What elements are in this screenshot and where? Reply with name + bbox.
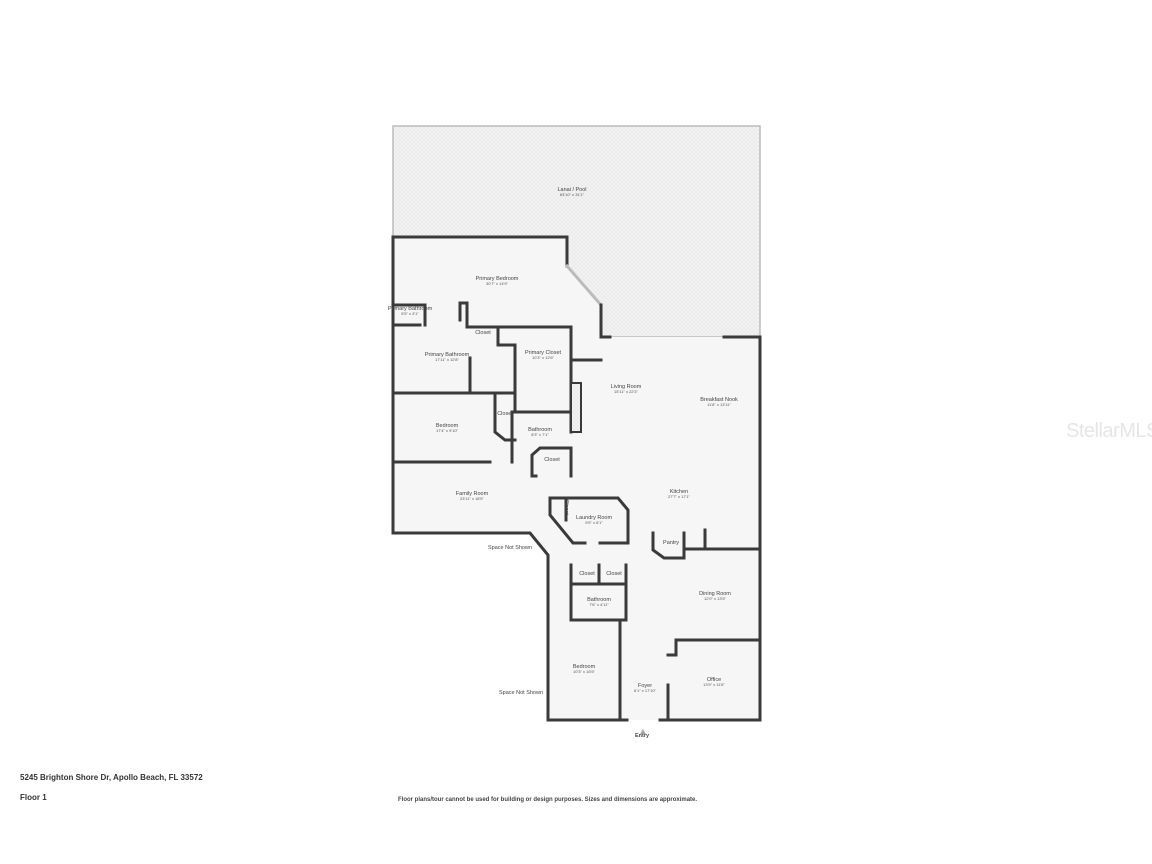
pantry-label: Pantry (663, 540, 679, 546)
fireplace (570, 382, 582, 433)
property-address: 5245 Brighton Shore Dr, Apollo Beach, FL… (20, 773, 203, 782)
watermark-logo: StellarMLS (1066, 420, 1152, 442)
closet-label: Closet (475, 330, 491, 336)
disclaimer: Floor plans/tour cannot be used for buil… (398, 797, 698, 803)
space-not-shown-note: Space Not Shown (498, 690, 544, 696)
closet-label: Closet (606, 571, 622, 577)
space-not-shown-note: Space Not Shown (487, 545, 533, 551)
entry-arrow-icon (640, 729, 646, 734)
walls (391, 235, 762, 722)
floor-label: Floor 1 (20, 793, 47, 802)
closet-label: Closet (497, 411, 513, 417)
entry-label: Entry (634, 733, 650, 739)
house-floor (393, 237, 760, 720)
closet-label: Closet (579, 571, 595, 577)
closet-label: Closet (544, 457, 560, 463)
closet-label: Closet (562, 499, 569, 515)
